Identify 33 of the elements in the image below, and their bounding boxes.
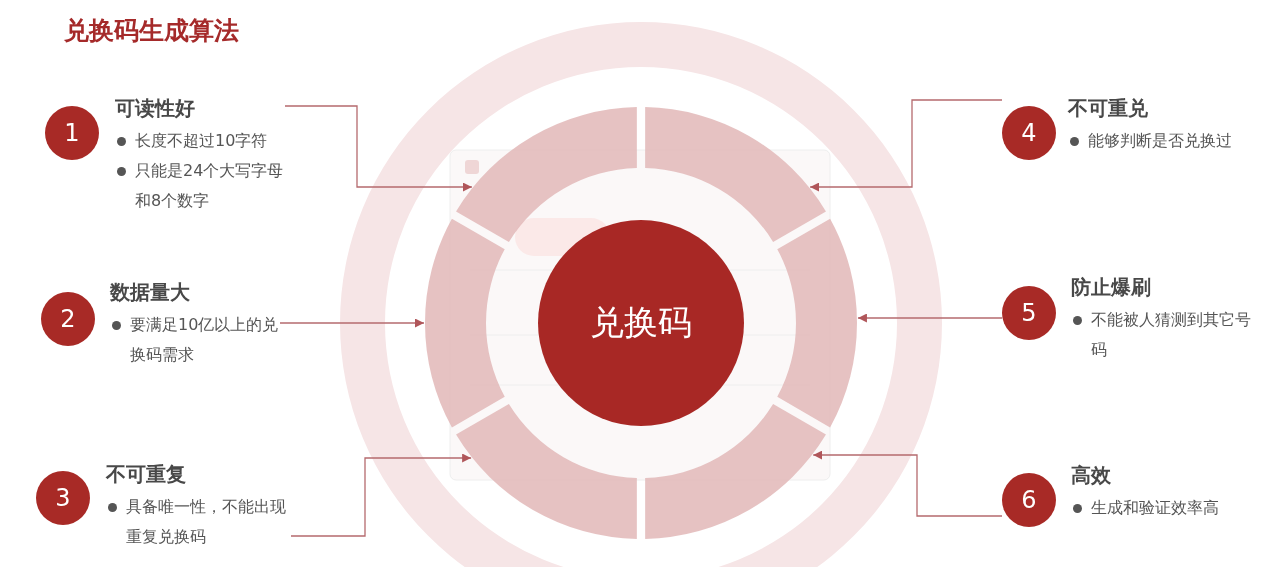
ring-segment xyxy=(645,107,826,242)
arrow xyxy=(284,105,473,192)
feature-heading: 可读性好 xyxy=(115,95,196,122)
number-badge: 6 xyxy=(1002,473,1056,527)
title: 兑换码生成算法 xyxy=(64,15,239,47)
ring-segment xyxy=(456,107,637,242)
feature-text: 能够判断是否兑换过 xyxy=(1088,130,1233,152)
number-badge: 3 xyxy=(36,471,90,525)
feature-text: 长度不超过10字符 xyxy=(135,130,269,152)
arrow xyxy=(809,99,1003,192)
feature-heading: 高效 xyxy=(1071,462,1112,489)
feature-text: 生成和验证效率高 xyxy=(1091,497,1220,519)
ring-segment xyxy=(456,404,637,539)
ring-segment xyxy=(645,404,826,539)
number-badge: 1 xyxy=(45,106,99,160)
number-badge: 2 xyxy=(41,292,95,346)
feature-text: 具备唯一性，不能出现重复兑换码 xyxy=(126,496,287,548)
feature-text: 只能是24个大写字母和8个数字 xyxy=(135,160,285,212)
feature-heading: 不可重复 xyxy=(106,461,187,488)
feature-heading: 数据量大 xyxy=(110,279,191,306)
arrow xyxy=(279,318,425,328)
ring-segment xyxy=(777,218,857,428)
arrow xyxy=(812,450,1003,517)
number-badge: 4 xyxy=(1002,106,1056,160)
feature-text: 不能被人猜测到其它号码 xyxy=(1091,309,1252,361)
arrow xyxy=(290,453,472,537)
number-badge: 5 xyxy=(1002,286,1056,340)
arrow xyxy=(857,313,1003,323)
feature-text: 要满足10亿以上的兑换码需求 xyxy=(130,314,280,366)
feature-heading: 不可重兑 xyxy=(1068,95,1149,122)
center-label: 兑换码 xyxy=(590,301,692,344)
feature-heading: 防止爆刷 xyxy=(1071,274,1152,301)
ring-segment xyxy=(425,218,505,428)
